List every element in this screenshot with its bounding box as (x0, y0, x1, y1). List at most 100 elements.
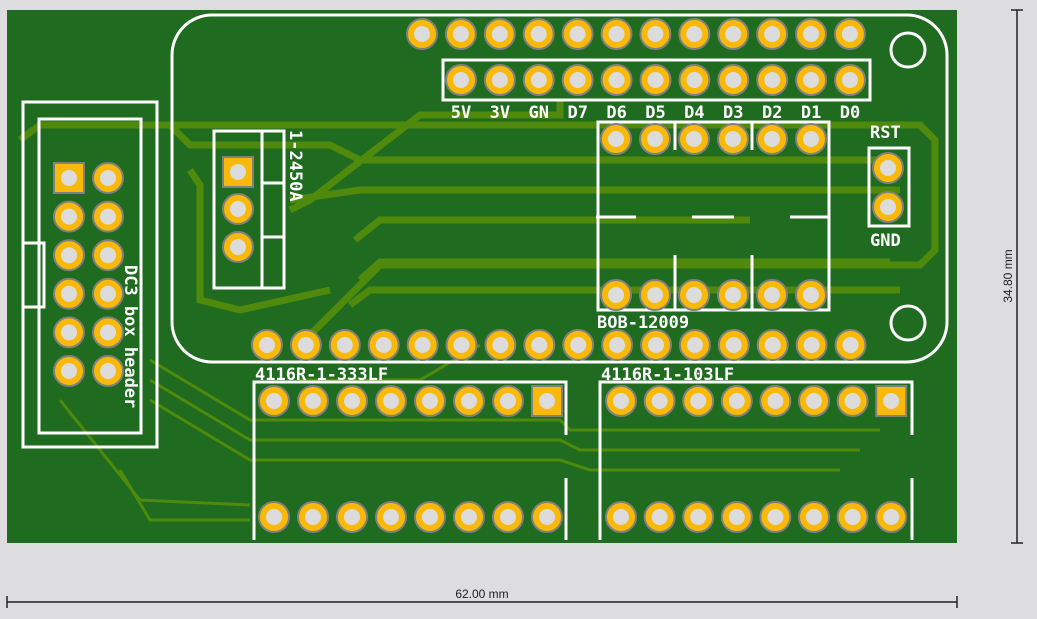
pad (756, 64, 789, 96)
pad (297, 385, 329, 417)
pad (92, 355, 124, 387)
width-dimension: 62.00 mm (455, 587, 508, 601)
pad (258, 501, 290, 533)
pad (834, 329, 867, 361)
thin-traces (58, 343, 880, 522)
pad (492, 501, 524, 533)
pad (875, 501, 908, 533)
pad (375, 501, 407, 533)
pad (836, 385, 869, 417)
pad (523, 329, 556, 361)
pad (836, 501, 869, 533)
pad (872, 152, 904, 184)
pad (92, 239, 124, 272)
pin-label: GN (529, 103, 549, 123)
pad (834, 64, 866, 96)
pad (717, 123, 749, 155)
pad (484, 329, 517, 361)
pad (483, 18, 516, 50)
pad (833, 18, 866, 50)
label-header: DC3 box header (120, 265, 140, 408)
pad (639, 123, 671, 155)
label-rnet-left: 4116R-1-333LF (255, 365, 388, 385)
pad (445, 64, 477, 96)
pad (678, 123, 710, 155)
pad (406, 329, 439, 361)
pad (251, 329, 283, 361)
pin-label: D1 (801, 103, 821, 123)
pad (720, 501, 753, 533)
pad (531, 385, 563, 417)
silkscreen (21, 13, 949, 540)
pad (53, 239, 85, 272)
pad (336, 501, 368, 533)
pad (258, 385, 290, 417)
pad (639, 279, 671, 311)
pad (222, 156, 254, 188)
pad (492, 385, 524, 417)
pad (406, 18, 438, 50)
pad (682, 501, 715, 533)
pad (720, 385, 753, 417)
pad (92, 162, 124, 194)
pad (795, 329, 828, 361)
pad (756, 123, 788, 155)
pad (222, 231, 254, 263)
pad (717, 64, 750, 96)
pad (336, 385, 368, 417)
pad (798, 501, 830, 533)
pad (795, 279, 827, 311)
pad (795, 64, 828, 96)
pad (759, 501, 792, 533)
pad (600, 279, 632, 311)
pad (601, 329, 634, 361)
pad (678, 64, 711, 96)
pad (53, 316, 85, 349)
pad (875, 385, 908, 417)
pin-label: D7 (567, 103, 587, 123)
pad (640, 329, 672, 361)
label-rst: RST (870, 123, 901, 143)
pad (872, 191, 904, 223)
pad (600, 123, 632, 155)
height-dimension: 34.80 mm (1001, 249, 1015, 302)
pad (92, 200, 124, 233)
pad (717, 18, 750, 50)
mounting-hole (889, 304, 927, 342)
pad (600, 64, 633, 96)
pad (562, 329, 595, 361)
pad (531, 501, 563, 533)
pin-label: D4 (684, 103, 704, 123)
pad (483, 64, 516, 96)
pad (375, 385, 407, 417)
pad (222, 193, 254, 225)
label-rnet-right: 4116R-1-103LF (601, 365, 734, 385)
pad (678, 329, 711, 361)
pad (289, 329, 322, 361)
mounting-hole (889, 31, 927, 69)
pin-label: D5 (645, 103, 665, 123)
pads (53, 18, 908, 533)
pad (639, 64, 672, 96)
pad (92, 316, 124, 349)
pad (756, 279, 788, 311)
pad (605, 385, 637, 417)
pad (798, 385, 830, 417)
pad (453, 501, 485, 533)
label-gnd: GND (870, 231, 901, 251)
traces (17, 100, 939, 348)
label-switch: 1-2450A (285, 130, 305, 202)
pad (414, 501, 446, 533)
dimension-lines (6, 9, 1023, 608)
pad (522, 18, 555, 50)
pad (53, 162, 85, 194)
pad (445, 329, 478, 361)
pad (795, 18, 827, 50)
pad (756, 18, 789, 50)
pad (561, 64, 594, 96)
pin-label: D6 (606, 103, 626, 123)
pad (605, 501, 637, 533)
